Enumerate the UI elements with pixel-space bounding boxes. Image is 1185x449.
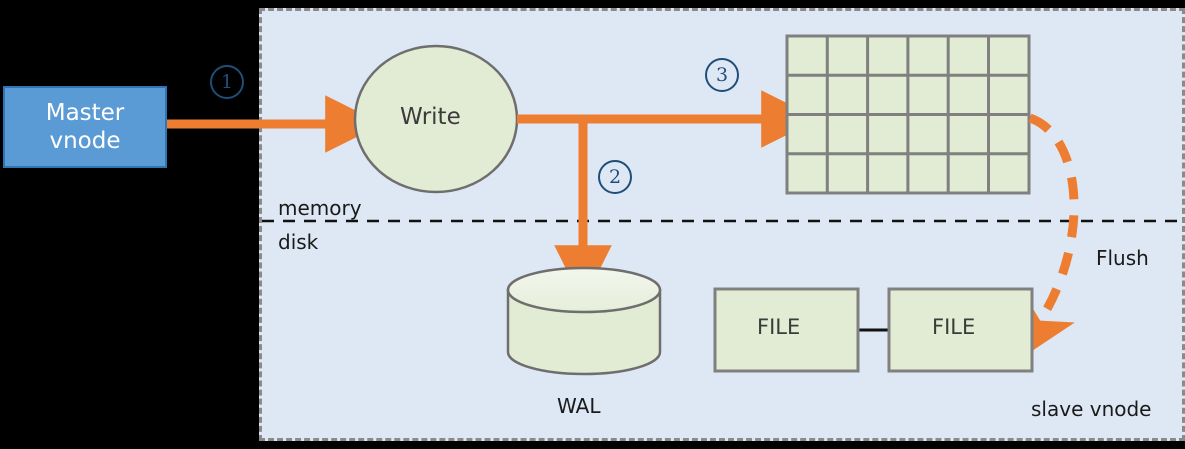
- step-number-1: 1: [210, 65, 244, 99]
- write-node-label: Write: [400, 104, 461, 130]
- file-box-2: [887, 287, 1034, 373]
- step-number-2: 2: [598, 160, 632, 194]
- master-vnode-label-line2: vnode: [49, 128, 121, 154]
- file-box-2-label: FILE: [932, 315, 976, 339]
- master-vnode-box[interactable]: Master vnode: [3, 86, 167, 168]
- memory-label: memory: [278, 196, 362, 220]
- flush-dashed-arrow: [1015, 113, 1079, 363]
- file-box-1: [713, 287, 860, 373]
- wal-label: WAL: [557, 394, 601, 418]
- wal-cylinder: [506, 266, 662, 376]
- step-number-3: 3: [705, 58, 739, 92]
- file-box-1-label: FILE: [757, 315, 801, 339]
- master-vnode-label-line1: Master: [45, 99, 125, 126]
- slave-vnode-label: slave vnode: [1031, 397, 1152, 421]
- memtable-grid: [785, 34, 1031, 195]
- disk-label: disk: [278, 230, 319, 254]
- flush-label: Flush: [1096, 246, 1149, 270]
